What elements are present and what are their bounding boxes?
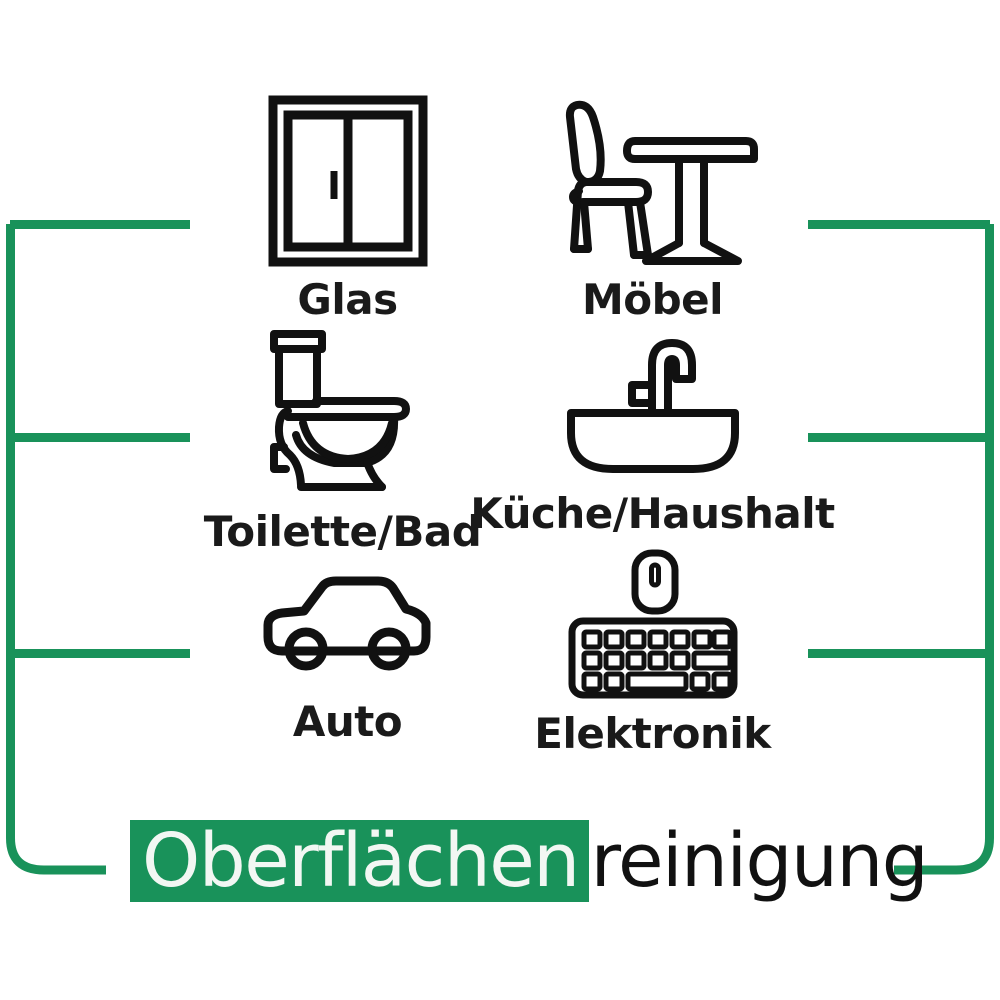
- car-icon: [260, 573, 436, 673]
- frame-left-spine: [6, 224, 106, 875]
- category-item-elektronik[interactable]: Elektronik: [500, 547, 805, 755]
- category-item-kueche-haushalt[interactable]: Küche/Haushalt: [470, 327, 835, 535]
- category-label-elektronik: Elektronik: [534, 709, 771, 758]
- sink-faucet-icon: [553, 327, 753, 477]
- keyboard-mouse-icon: [562, 547, 744, 699]
- category-grid: Glas: [195, 95, 835, 795]
- category-item-moebel[interactable]: Möbel: [500, 95, 805, 321]
- toilet-icon: [254, 327, 432, 495]
- category-item-glas[interactable]: Glas: [195, 95, 500, 321]
- frame-right-spine: [894, 224, 994, 875]
- category-label-auto: Auto: [292, 697, 403, 746]
- category-label-toilette-bad: Toilette/Bad: [203, 507, 482, 556]
- category-item-auto[interactable]: Auto: [195, 573, 500, 743]
- chair-table-icon: [548, 95, 758, 267]
- category-label-kueche-haushalt: Küche/Haushalt: [470, 489, 835, 538]
- window-icon: [268, 95, 428, 267]
- category-item-toilette-bad[interactable]: Toilette/Bad: [190, 327, 495, 553]
- category-label-glas: Glas: [297, 275, 398, 324]
- category-label-moebel: Möbel: [581, 275, 724, 324]
- title-plain-word: reinigung: [590, 818, 929, 904]
- title-highlighted-word: Oberflächen: [130, 820, 589, 902]
